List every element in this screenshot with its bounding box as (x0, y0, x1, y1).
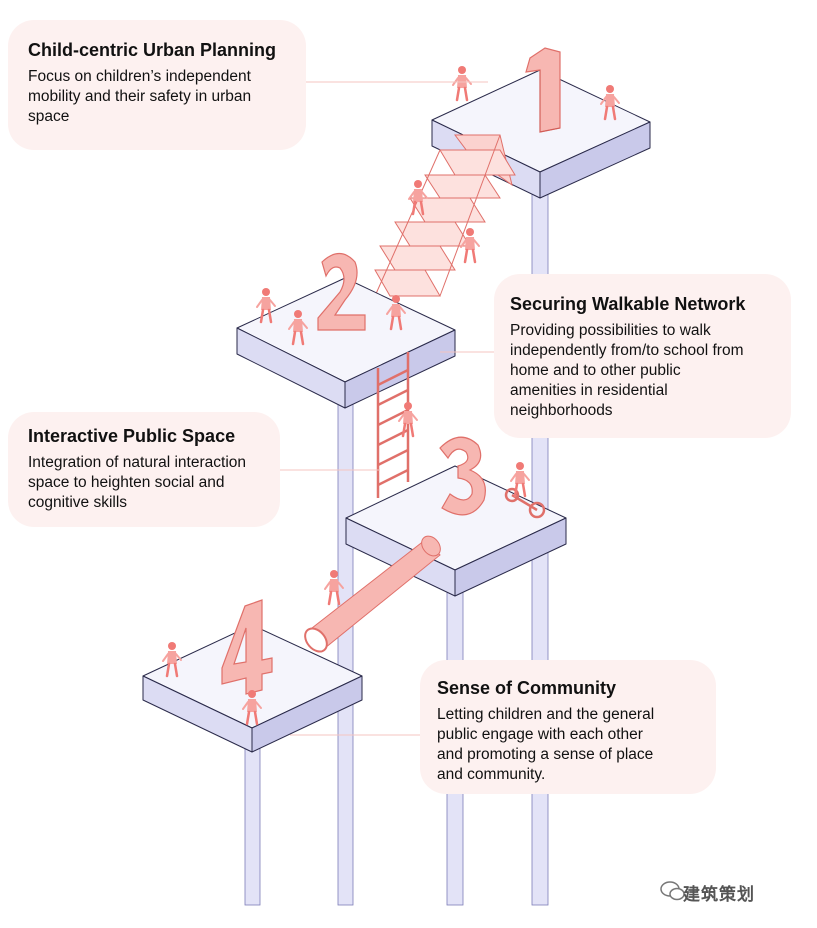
card-title: Securing Walkable Network (510, 294, 746, 314)
card-title: Sense of Community (437, 678, 617, 698)
number-2 (317, 252, 366, 331)
card-title: Interactive Public Space (28, 426, 236, 446)
card-description: Integration of natural interaction space… (28, 454, 246, 511)
tunnel-slide (304, 535, 441, 653)
wechat-icon (660, 881, 685, 901)
info-card-interactive-public-space: Interactive Public Space Integration of … (8, 412, 280, 527)
platform-3 (345, 465, 567, 597)
card-description: Letting children and the general public … (437, 706, 655, 783)
stairs (374, 134, 516, 297)
connector-lines (280, 81, 494, 736)
info-card-walkable-network: Securing Walkable Network Providing poss… (494, 274, 791, 438)
bicycle (504, 487, 546, 519)
number-3 (439, 436, 486, 516)
card-description: Providing possibilities to walk independ… (510, 322, 744, 419)
number-4 (221, 599, 273, 695)
info-card-sense-of-community: Sense of Community Letting children and … (420, 660, 716, 794)
info-card-child-centric-planning: Child-centric Urban Planning Focus on ch… (8, 20, 306, 150)
card-description: Focus on children’s independent mobility… (28, 68, 252, 125)
card-title: Child-centric Urban Planning (28, 40, 277, 60)
number-1 (525, 47, 561, 133)
watermark: 建筑策划 (683, 885, 755, 905)
ladder (376, 352, 410, 498)
